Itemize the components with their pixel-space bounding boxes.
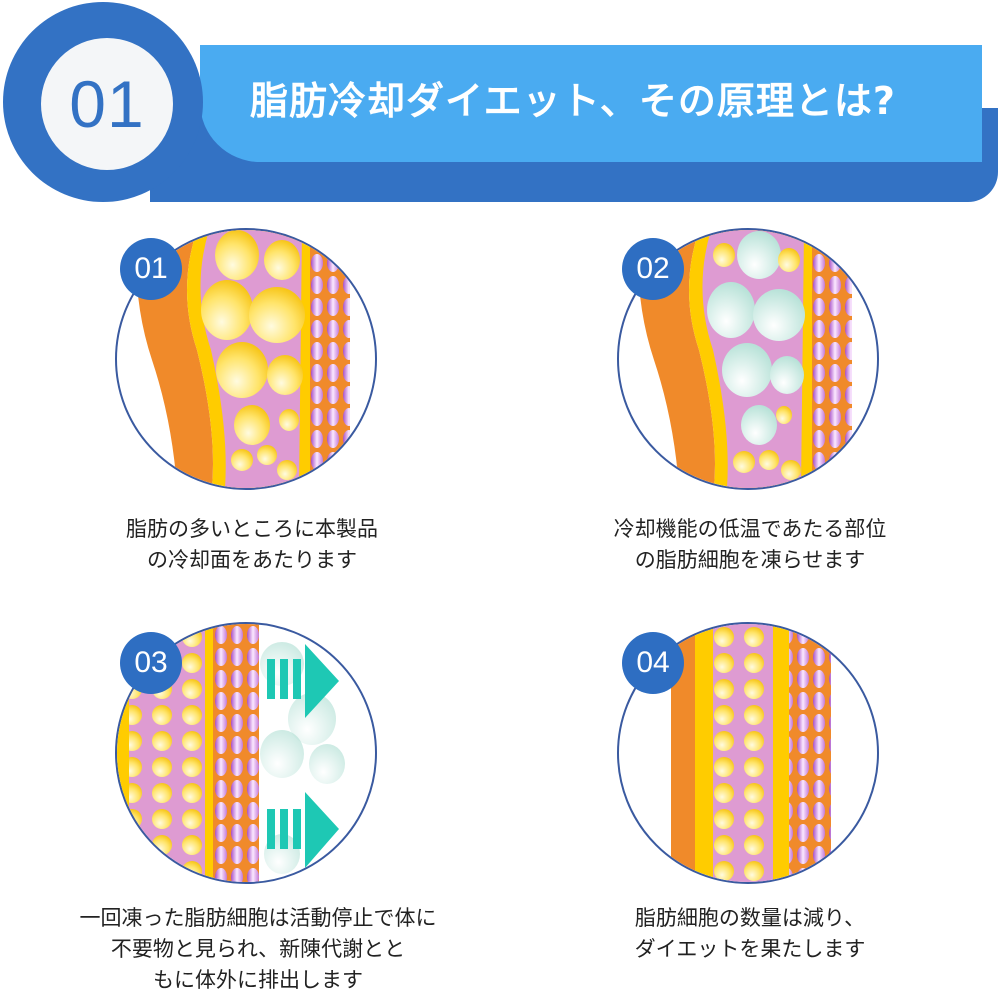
step-2-caption: 冷却機能の低温であたる部位 の脂肪細胞を凍らせます (590, 514, 910, 576)
caption-line: の脂肪細胞を凍らせます (634, 548, 866, 572)
step-4-caption: 脂肪細胞の数量は減り、 ダイエットを果たします (590, 903, 910, 965)
header-number-ring: 01 (3, 2, 203, 202)
step-2: 02 (610, 200, 910, 500)
caption-line: 脂肪細胞の数量は減り、 (634, 906, 866, 930)
step-badge: 02 (622, 238, 684, 300)
step-badge: 04 (622, 632, 684, 694)
caption-line: 脂肪の多いところに本製品 (126, 517, 378, 541)
caption-line: の冷却面をあたります (147, 548, 357, 572)
caption-line: ダイエットを果たします (634, 937, 866, 961)
section-header: 01 脂肪冷却ダイエット、その原理とは? (0, 0, 1000, 210)
section-number: 01 (69, 67, 145, 141)
step-badge: 03 (120, 632, 182, 694)
step-badge: 01 (120, 238, 182, 300)
fat-cells-reduced-illustration (617, 622, 879, 884)
caption-line: もに体外に排出します (153, 968, 363, 992)
step-3: 03 (108, 594, 408, 894)
step-4: 04 (610, 594, 910, 894)
page-title: 脂肪冷却ダイエット、その原理とは? (250, 79, 896, 123)
caption-line: 不要物と見られ、新陳代謝とと (110, 937, 406, 961)
caption-line: 冷却機能の低温であたる部位 (613, 517, 887, 541)
arrow-right-icon (267, 644, 339, 868)
header-light-band (200, 45, 982, 162)
caption-line: 一回凍った脂肪細胞は活動停止で体に (79, 906, 437, 930)
header-number-circle: 01 (41, 38, 173, 170)
step-3-caption: 一回凍った脂肪細胞は活動停止で体に 不要物と見られ、新陳代謝とと もに体外に排出… (20, 903, 496, 996)
step-1: 01 (108, 200, 408, 500)
step-1-caption: 脂肪の多いところに本製品 の冷却面をあたります (92, 514, 412, 576)
